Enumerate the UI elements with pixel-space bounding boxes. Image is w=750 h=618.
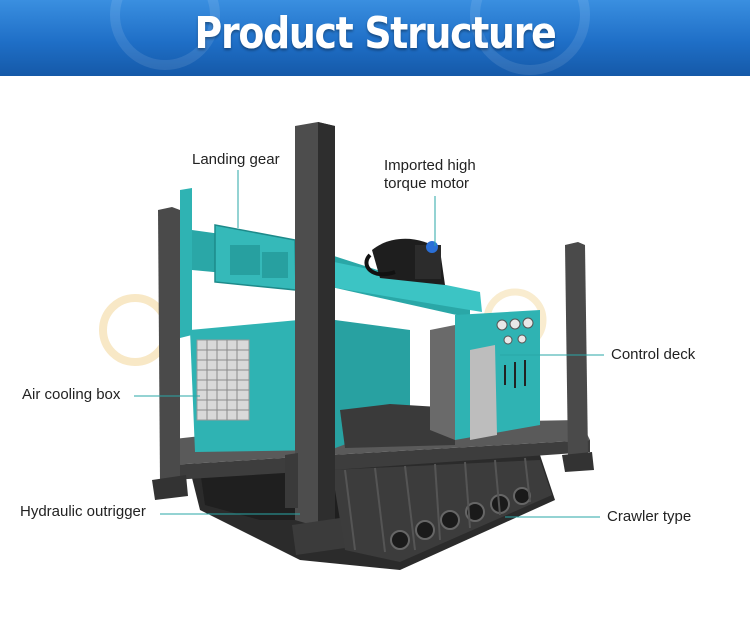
control-deck bbox=[430, 310, 540, 440]
callout-hydraulic-outrigger: Hydraulic outrigger bbox=[20, 503, 146, 520]
callout-motor: Imported high torque motor bbox=[384, 157, 476, 192]
callout-air-cooling-box: Air cooling box bbox=[22, 386, 121, 403]
drilling-rig-illustration bbox=[99, 122, 604, 570]
callout-landing-gear: Landing gear bbox=[192, 151, 280, 168]
banner-decoration bbox=[470, 0, 590, 75]
callout-crawler-type: Crawler type bbox=[607, 508, 692, 525]
banner-decoration bbox=[110, 0, 220, 70]
page-title: Product Structure bbox=[194, 8, 557, 59]
crawler-track bbox=[190, 455, 555, 570]
torque-motor bbox=[364, 238, 445, 285]
callout-control-deck: Control deck bbox=[611, 346, 696, 363]
product-diagram: Landing gear Imported high torque motor … bbox=[0, 76, 750, 618]
title-banner: Product Structure bbox=[0, 0, 750, 76]
hydraulic-outrigger-legs bbox=[152, 122, 594, 555]
watermark-ring bbox=[99, 294, 171, 366]
fuel-tank bbox=[340, 404, 455, 448]
chassis-frame bbox=[170, 440, 590, 480]
